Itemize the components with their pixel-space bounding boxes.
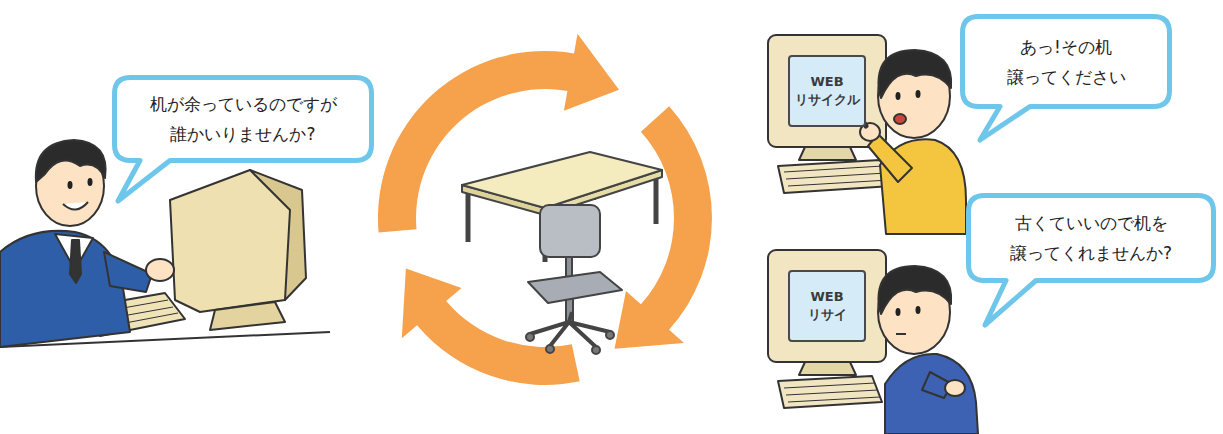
hand — [146, 259, 174, 281]
mouth — [894, 114, 906, 124]
mouth — [63, 202, 88, 210]
hair — [36, 140, 106, 182]
desk-leg — [654, 176, 659, 224]
desk — [462, 152, 662, 262]
keyboard-keys — [784, 166, 889, 186]
monitor-screen: WEB リサイ — [788, 270, 866, 342]
chair-back — [540, 205, 600, 257]
chair-wheel — [606, 331, 614, 339]
speech-text: 古くていいので机を 譲ってくれませんか? — [966, 208, 1216, 268]
suit — [0, 231, 130, 347]
monitor-stand — [799, 147, 856, 160]
bubble-outline — [960, 14, 1172, 109]
hair — [878, 50, 951, 98]
eye — [88, 178, 93, 186]
desk-top — [462, 152, 662, 208]
speech-text: あっ!その机 譲ってください — [960, 32, 1172, 92]
person-requesting — [768, 35, 966, 234]
screen-text: WEB リサイ — [802, 288, 852, 324]
hand — [945, 380, 965, 396]
keyboard-keys — [784, 383, 880, 402]
chair-wheel — [526, 333, 534, 341]
hair — [878, 266, 951, 314]
speech-bubble: 古くていいので机を 譲ってくれませんか? — [966, 193, 1216, 283]
cycle-arrows — [378, 34, 712, 385]
chair-wheel — [592, 346, 600, 354]
monitor-screen: WEB リサイクル — [788, 55, 866, 127]
chair-seat — [528, 272, 622, 303]
eye — [896, 92, 901, 100]
bubble-outline — [966, 193, 1216, 283]
office-chair — [526, 205, 622, 354]
desk-leg — [466, 190, 471, 242]
eye — [896, 308, 901, 316]
mouth — [896, 333, 906, 335]
keyboard — [778, 376, 882, 408]
sleeve — [868, 134, 912, 182]
monitor — [170, 170, 290, 312]
tie — [70, 240, 81, 283]
person-offering — [0, 140, 330, 347]
speech-bubble: あっ!その机 譲ってください — [960, 14, 1172, 109]
speech-bubble: 机が余っているのですが 誰かいりませんか? — [112, 75, 374, 163]
monitor — [768, 35, 886, 147]
eye — [916, 90, 921, 98]
cycle-arrow — [615, 106, 712, 348]
monitor-stand — [210, 302, 285, 330]
chair-base — [530, 312, 610, 347]
screen-text: WEB リサイクル — [792, 73, 862, 109]
person-asking — [768, 250, 978, 434]
speech-text: 机が余っているのですが 誰かいりませんか? — [112, 89, 374, 149]
eye — [68, 181, 73, 189]
keyboard — [778, 160, 892, 193]
bubble-outline — [112, 75, 374, 163]
shirt — [885, 354, 978, 434]
chair-wheel — [546, 345, 554, 353]
monitor — [768, 250, 886, 362]
eye — [916, 306, 921, 314]
sleeve — [104, 252, 152, 292]
monitor-stand — [799, 362, 856, 375]
